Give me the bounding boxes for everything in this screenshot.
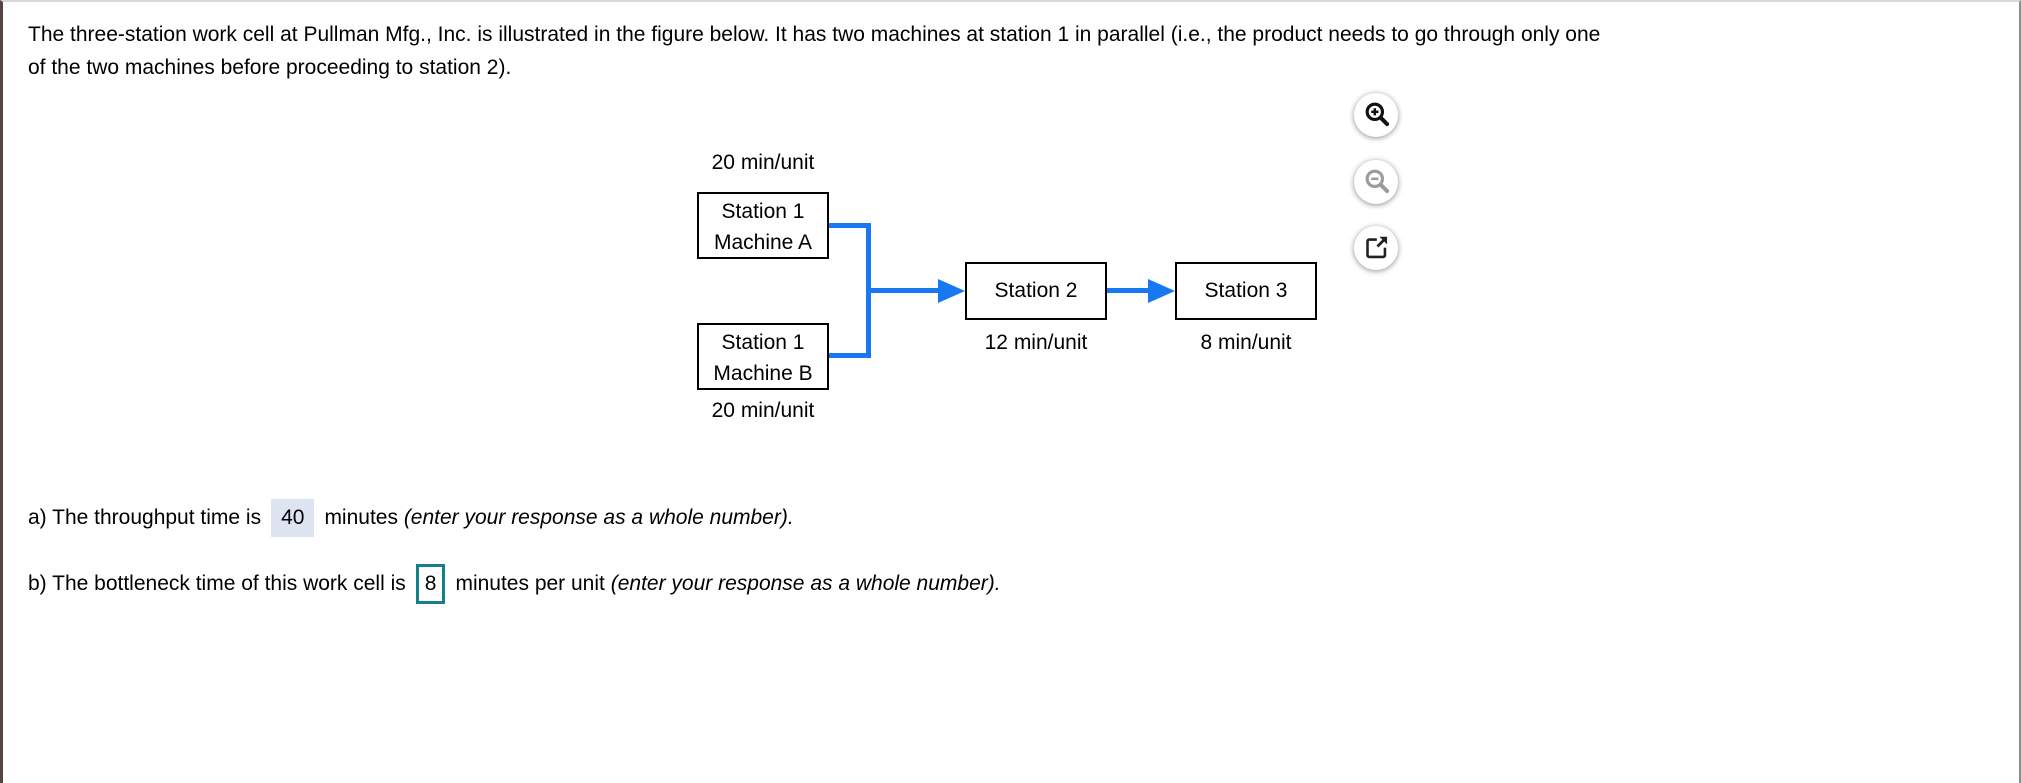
station1-machine-b-box: Station 1 Machine B — [697, 323, 829, 390]
answer-a-prefix: a) The throughput time is — [28, 506, 262, 529]
question-text: The three-station work cell at Pullman M… — [28, 18, 1600, 84]
connector-stub-machine-b — [829, 353, 871, 358]
station3-box: Station 3 — [1175, 262, 1317, 320]
station1-machine-a-line1: Station 1 — [721, 200, 805, 223]
answer-a-row: a) The throughput time is 40 minutes (en… — [28, 496, 794, 540]
rate-machine-a: 20 min/unit — [711, 151, 815, 174]
zoom-out-button[interactable] — [1354, 160, 1398, 204]
open-in-new-button[interactable] — [1354, 226, 1398, 270]
answer-a-note: (enter your response as a whole number). — [403, 506, 794, 529]
rate-station2: 12 min/unit — [984, 331, 1088, 354]
zoom-out-icon — [1363, 167, 1390, 197]
rate-station3: 8 min/unit — [1200, 331, 1292, 354]
station2-box: Station 2 — [965, 262, 1107, 320]
question-line-2: of the two machines before proceeding to… — [28, 56, 512, 79]
answer-a-unit: minutes — [324, 506, 398, 529]
flow-arrowhead-to-station3 — [1148, 279, 1175, 303]
rate-machine-b: 20 min/unit — [711, 399, 815, 422]
question-line-1: The three-station work cell at Pullman M… — [28, 23, 1601, 46]
zoom-in-icon — [1363, 100, 1390, 130]
station1-machine-a-line2: Machine A — [713, 231, 813, 254]
open-in-new-icon — [1363, 233, 1390, 263]
zoom-in-button[interactable] — [1354, 93, 1398, 137]
station1-machine-b-line2: Machine B — [713, 362, 813, 385]
answer-b-input[interactable]: 8 — [415, 564, 446, 604]
station1-machine-a-box: Station 1 Machine A — [697, 192, 829, 259]
connector-stub-machine-a — [829, 223, 871, 228]
answer-a-value[interactable]: 40 — [271, 499, 315, 537]
flow-arrow-to-station2-shaft — [866, 288, 938, 293]
flow-arrow-to-station3-shaft — [1107, 288, 1148, 293]
station1-machine-b-line1: Station 1 — [721, 331, 805, 354]
answer-b-row: b) The bottleneck time of this work cell… — [28, 562, 1001, 606]
answer-b-unit: minutes per unit — [455, 572, 605, 595]
answer-b-note: (enter your response as a whole number). — [610, 572, 1001, 595]
flow-arrowhead-to-station2 — [938, 279, 965, 303]
answer-b-prefix: b) The bottleneck time of this work cell… — [28, 572, 406, 595]
